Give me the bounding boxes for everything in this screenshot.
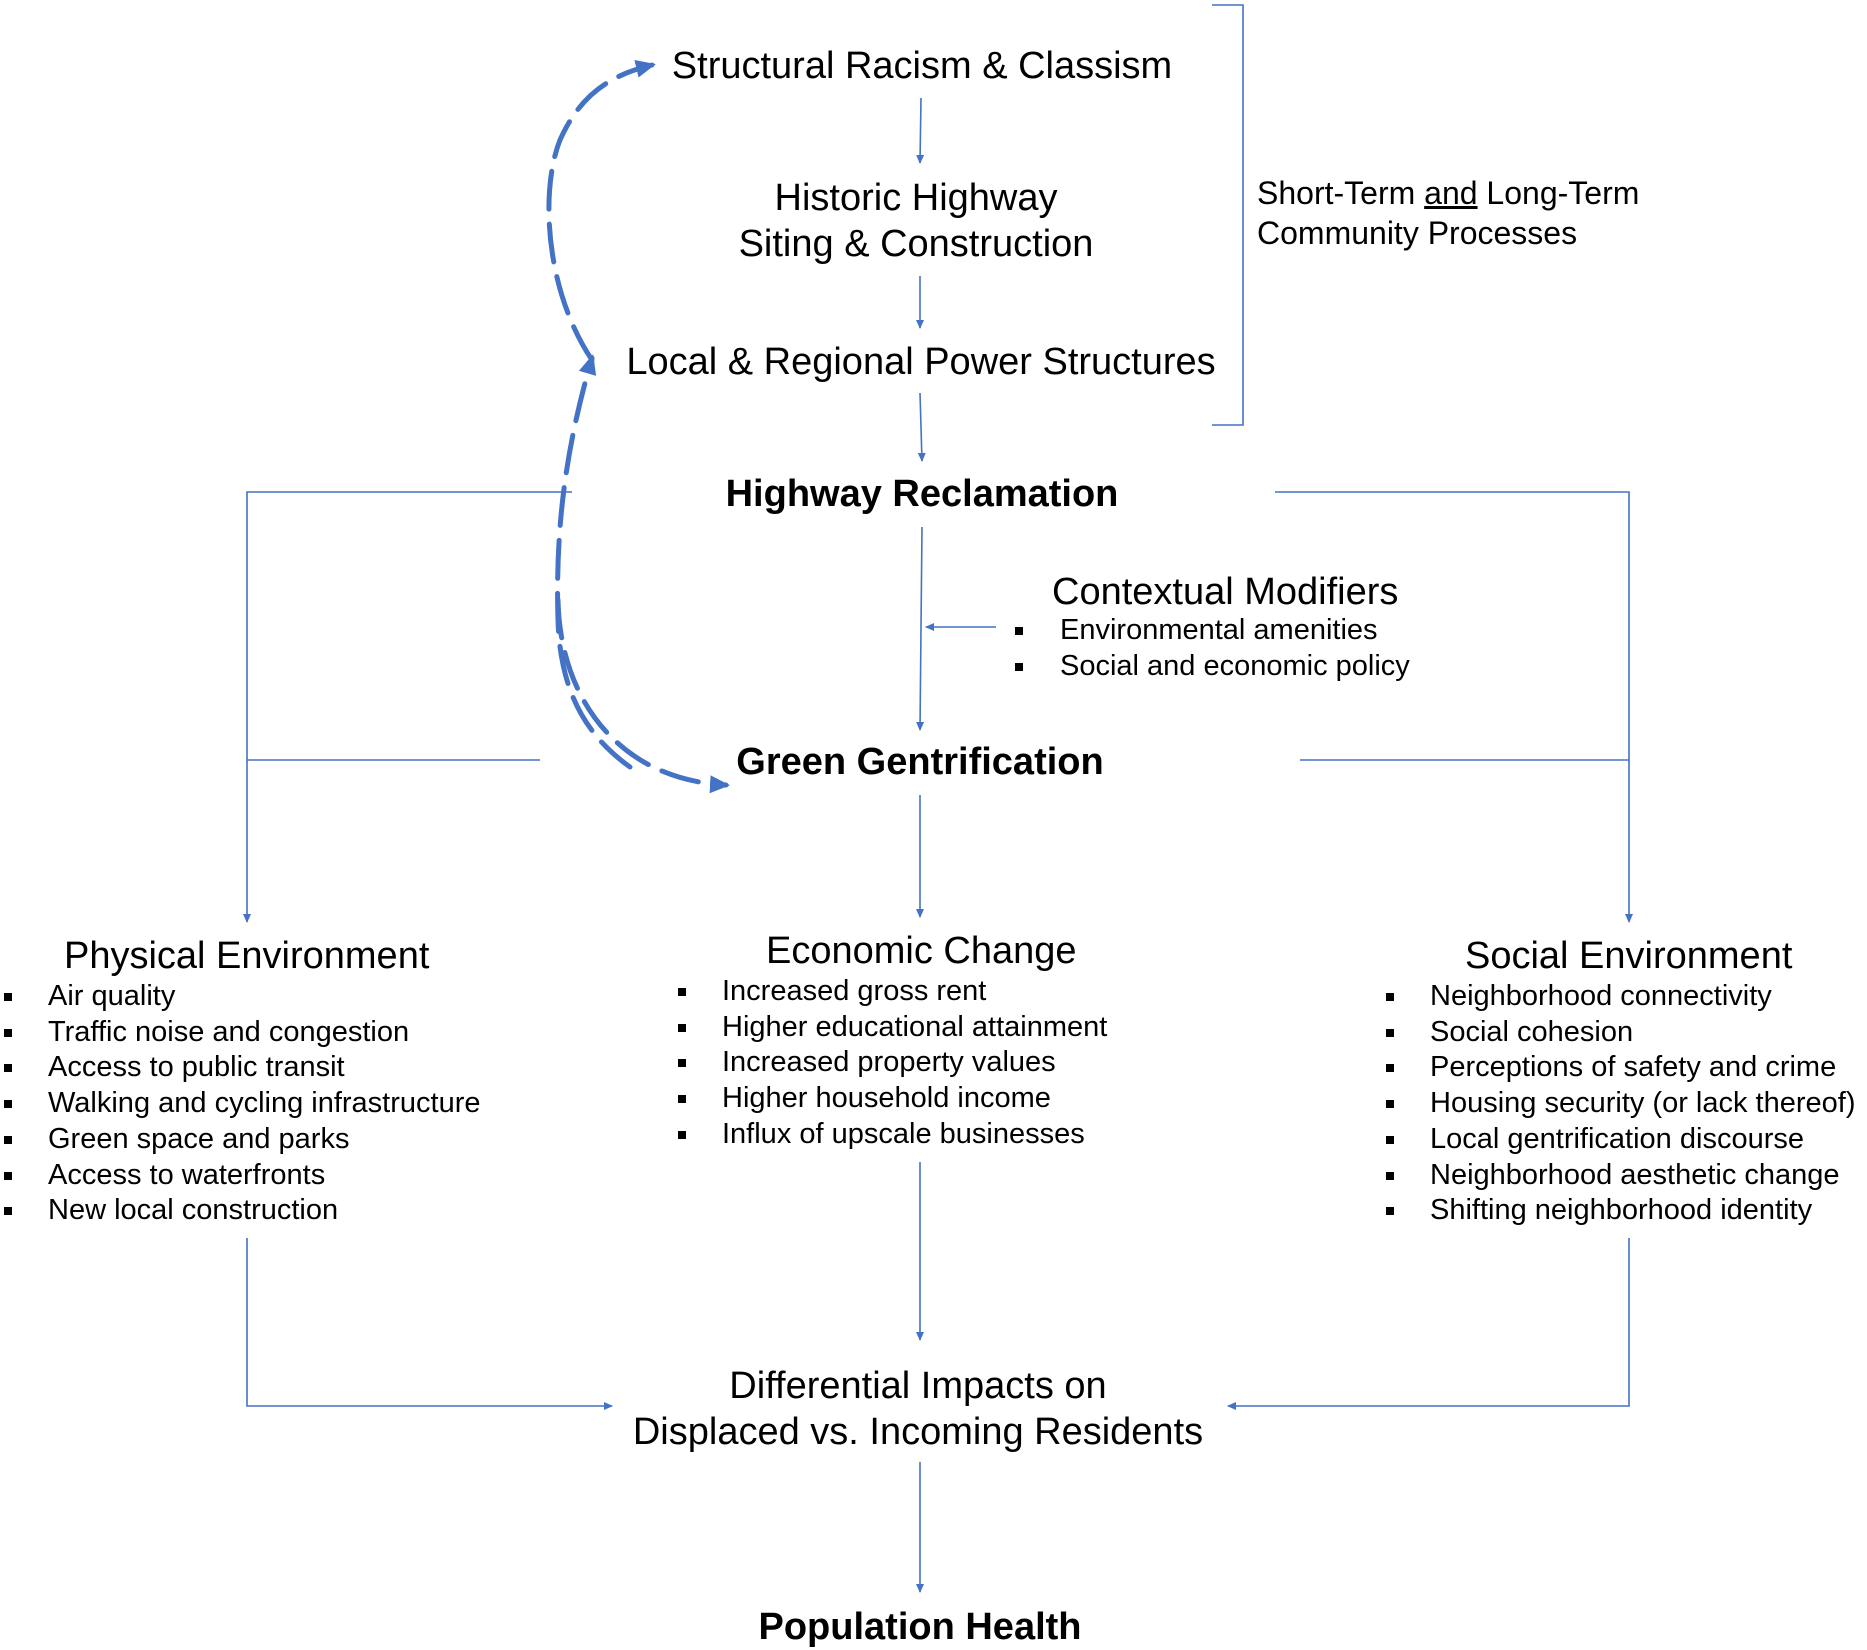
bracket-label-part2: Long-Term	[1477, 175, 1640, 211]
social-environment-item: Housing security (or lack thereof)	[1382, 1086, 1856, 1122]
bracket-label-line1: Short-Term and Long-Term	[1257, 173, 1639, 213]
contextual-modifier-item: Environmental amenities	[1010, 613, 1410, 649]
bracket-label-line2: Community Processes	[1257, 215, 1578, 251]
physical-environment-item: New local construction	[0, 1193, 481, 1229]
contextual-modifiers: Contextual Modifiers Environmental ameni…	[1010, 569, 1410, 684]
node-population-health: Population Health	[759, 1604, 1082, 1650]
arrow-power-to-reclamation	[917, 392, 926, 462]
social-environment-title: Social Environment	[1465, 935, 1793, 977]
contextual-modifier-item: Social and economic policy	[1010, 649, 1410, 685]
economic-change-item: Higher household income	[674, 1081, 1107, 1117]
node-historic-highway-line2: Siting & Construction	[738, 223, 1094, 265]
dashed-arrow-to-power	[555, 354, 633, 770]
node-historic-highway: Historic Highway Siting & Construction	[739, 175, 1094, 267]
physical-environment-item: Access to public transit	[0, 1050, 481, 1086]
node-structural-racism-label: Structural Racism & Classism	[671, 45, 1173, 87]
physical-environment-item: Green space and parks	[0, 1122, 481, 1158]
physical-environment-title: Physical Environment	[64, 935, 430, 977]
bracket-label-part1: Short-Term	[1257, 175, 1425, 211]
economic-change-item: Increased property values	[674, 1045, 1107, 1081]
dashed-arrow-to-structural	[546, 59, 656, 363]
contextual-modifiers-title: Contextual Modifiers	[1052, 571, 1399, 613]
arrow-structural-to-historic	[916, 97, 925, 164]
social-environment-item: Social cohesion	[1382, 1015, 1856, 1051]
social-environment-item: Neighborhood aesthetic change	[1382, 1158, 1856, 1194]
node-differential-impacts-line2: Displaced vs. Incoming Residents	[632, 1411, 1204, 1453]
node-differential-impacts: Differential Impacts on Displaced vs. In…	[633, 1363, 1203, 1455]
bracket-label: Short-Term and Long-Term Community Proce…	[1257, 173, 1639, 253]
node-power-structures: Local & Regional Power Structures	[626, 339, 1215, 385]
node-highway-reclamation: Highway Reclamation	[726, 471, 1119, 517]
social-environment-item: Perceptions of safety and crime	[1382, 1050, 1856, 1086]
node-population-health-label: Population Health	[758, 1606, 1082, 1648]
social-environment-item: Neighborhood connectivity	[1382, 979, 1856, 1015]
bracket-label-underlined: and	[1424, 175, 1478, 211]
arrow-social-to-differential	[1227, 1238, 1630, 1410]
arrow-physical-to-differential	[246, 1238, 613, 1410]
social-environment-item: Shifting neighborhood identity	[1382, 1193, 1856, 1229]
economic-change-item: Higher educational attainment	[674, 1010, 1107, 1046]
node-historic-highway-line1: Historic Highway	[774, 177, 1058, 219]
physical-environment-item: Walking and cycling infrastructure	[0, 1086, 481, 1122]
economic-change-item: Influx of upscale businesses	[674, 1117, 1107, 1153]
arrow-reclamation-to-gentrification	[916, 526, 925, 731]
dashed-arrow-to-gentrification	[555, 597, 730, 794]
node-green-gentrification-label: Green Gentrification	[736, 741, 1104, 783]
node-highway-reclamation-label: Highway Reclamation	[725, 473, 1119, 515]
arrow-to-social-environment	[1275, 491, 1633, 923]
physical-environment-item: Traffic noise and congestion	[0, 1015, 481, 1051]
economic-change-title: Economic Change	[766, 930, 1077, 972]
physical-environment-item: Air quality	[0, 979, 481, 1015]
economic-change-item: Increased gross rent	[674, 974, 1107, 1010]
node-power-structures-label: Local & Regional Power Structures	[626, 341, 1216, 383]
bracket	[1212, 4, 1244, 426]
node-green-gentrification: Green Gentrification	[736, 739, 1103, 785]
node-differential-impacts-line1: Differential Impacts on	[729, 1365, 1107, 1407]
node-structural-racism: Structural Racism & Classism	[672, 43, 1172, 89]
social-environment: Social Environment Neighborhood connecti…	[1382, 933, 1856, 1229]
social-environment-item: Local gentrification discourse	[1382, 1122, 1856, 1158]
arrow-to-physical-environment	[243, 491, 572, 923]
physical-environment-item: Access to waterfronts	[0, 1158, 481, 1194]
